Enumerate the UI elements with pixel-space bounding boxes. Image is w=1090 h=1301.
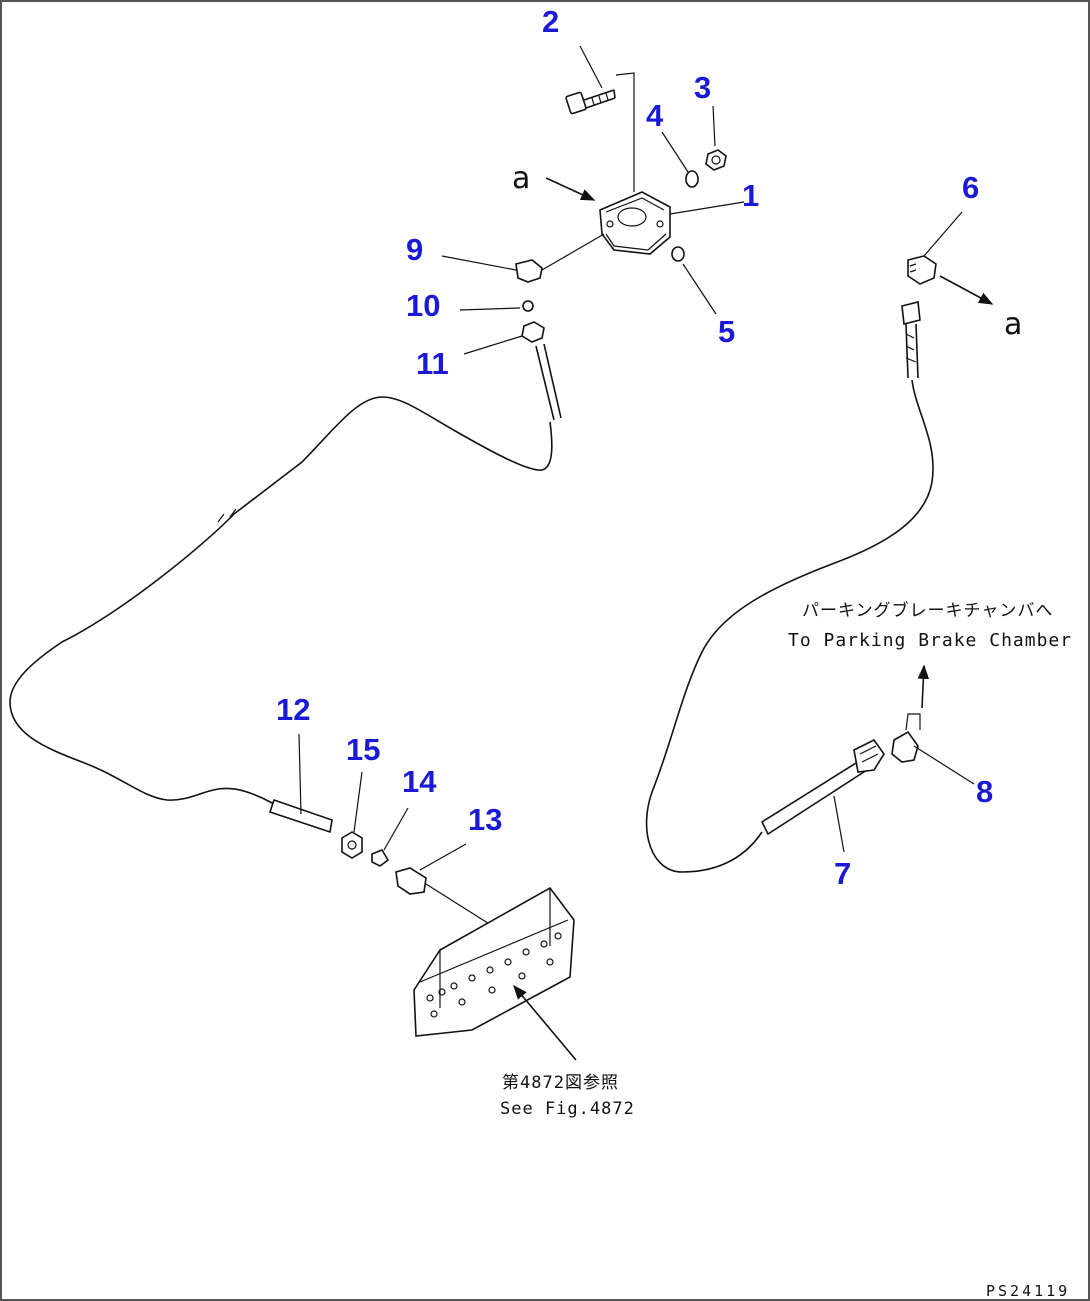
callout-8: 8 bbox=[976, 774, 993, 809]
callout-1: 1 bbox=[742, 178, 759, 213]
elbow-8 bbox=[891, 730, 919, 763]
elbow-9 bbox=[515, 259, 543, 283]
callout-15: 15 bbox=[346, 732, 380, 767]
leader-10 bbox=[459, 307, 521, 311]
washer-5 bbox=[671, 246, 685, 262]
note-fig-jp: 第4872図参照 bbox=[502, 1073, 619, 1093]
hose-left bbox=[9, 343, 562, 805]
connector-13 bbox=[395, 867, 427, 895]
arrow-a-top bbox=[545, 177, 596, 201]
callout-6: 6 bbox=[962, 170, 979, 205]
bolt bbox=[565, 89, 616, 115]
hose-end-7 bbox=[760, 756, 872, 836]
callout-10: 10 bbox=[406, 288, 440, 323]
ring-10 bbox=[522, 300, 534, 312]
callout-11: 11 bbox=[416, 346, 449, 381]
note-parking-en: To Parking Brake Chamber bbox=[788, 630, 1072, 651]
hose-end-12 bbox=[268, 798, 333, 834]
leader-5 bbox=[682, 263, 717, 315]
nut-15 bbox=[341, 831, 363, 859]
callout-12: 12 bbox=[276, 692, 310, 727]
callout-9: 9 bbox=[406, 232, 423, 267]
leader-7 bbox=[833, 795, 845, 853]
callout-5: 5 bbox=[718, 314, 735, 349]
arrow-see-fig bbox=[513, 984, 577, 1061]
callout-4: 4 bbox=[646, 98, 664, 133]
fitting-6 bbox=[907, 255, 937, 285]
note-parking-jp: パーキングブレーキチャンバへ bbox=[802, 600, 1053, 621]
leader-4 bbox=[661, 131, 689, 173]
callout-14: 14 bbox=[402, 764, 437, 799]
washer-4 bbox=[685, 170, 699, 188]
leader-15 bbox=[353, 771, 363, 833]
leader-2 bbox=[579, 45, 635, 192]
view-mark-a-top: a bbox=[512, 161, 530, 196]
nut-11 bbox=[521, 321, 545, 343]
valve-block bbox=[413, 886, 575, 1037]
leader-12 bbox=[298, 733, 302, 815]
hose-right bbox=[645, 301, 934, 873]
arrow-to-chamber bbox=[917, 664, 930, 709]
leader-3 bbox=[712, 105, 716, 147]
leader-1 bbox=[669, 201, 745, 215]
arrow-a-right bbox=[939, 275, 994, 305]
leader-13 bbox=[419, 843, 467, 871]
callout-7: 7 bbox=[834, 856, 851, 891]
leader-11 bbox=[463, 335, 523, 355]
hose-fitting-7 bbox=[853, 738, 885, 773]
valve-assembly bbox=[599, 191, 671, 255]
leader-8 bbox=[913, 745, 975, 785]
leader-6 bbox=[923, 211, 963, 257]
callout-2: 2 bbox=[542, 4, 559, 39]
leader-9 bbox=[441, 255, 517, 271]
callout-3: 3 bbox=[694, 70, 711, 105]
view-mark-a-right: a bbox=[1004, 307, 1022, 342]
note-fig-en: See Fig.4872 bbox=[500, 1099, 635, 1119]
leader-14 bbox=[383, 807, 409, 851]
figure-code: PS24119 bbox=[986, 1282, 1070, 1300]
nut-3 bbox=[705, 149, 727, 171]
ring-14 bbox=[371, 849, 390, 867]
callout-13: 13 bbox=[468, 802, 502, 837]
